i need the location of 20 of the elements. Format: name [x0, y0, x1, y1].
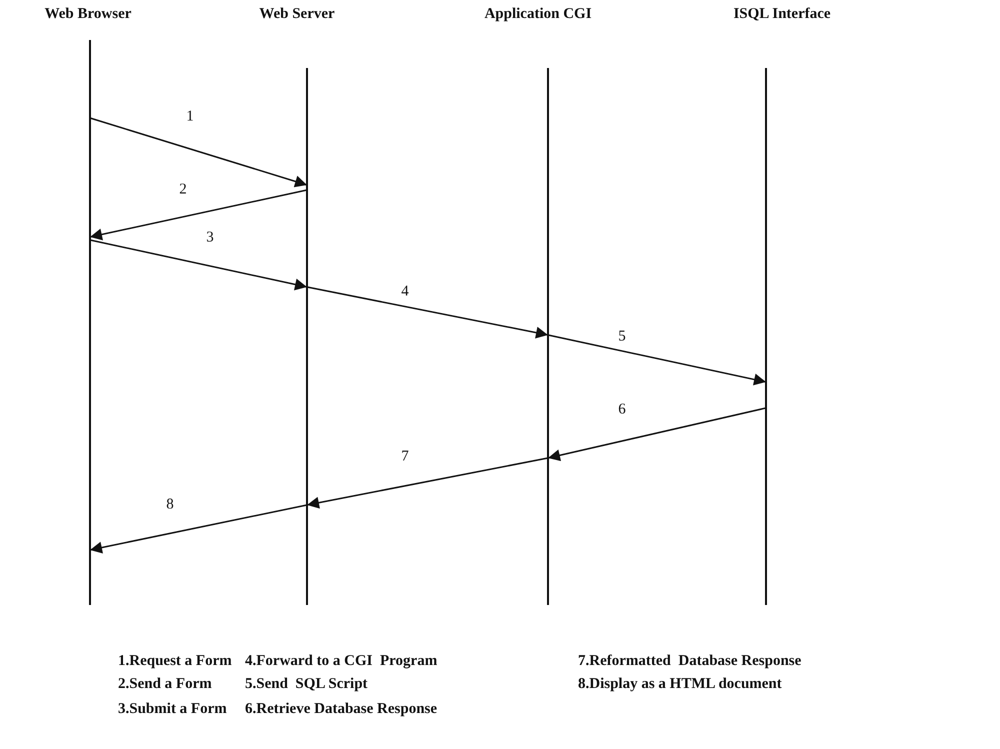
message-arrow [548, 407, 766, 462]
message-arrow [306, 286, 548, 339]
lifeline-header: Web Browser [44, 6, 132, 23]
lifeline-header: Web Server [259, 6, 335, 23]
legend-note: 5.Send SQL Script [245, 676, 368, 693]
lifeline-header: ISQL Interface [733, 6, 831, 23]
message-arrow [306, 457, 548, 509]
legend-note: 8.Display as a HTML document [578, 676, 782, 693]
message-arrow [90, 117, 308, 188]
legend-note: 3.Submit a Form [118, 701, 227, 718]
legend-note: 4.Forward to a CGI Program [245, 653, 438, 670]
legend-note: 2.Send a Form [118, 676, 212, 693]
message-arrow [548, 334, 766, 386]
message-arrow [90, 189, 308, 240]
lifeline-header: Application CGI [484, 6, 592, 23]
message-arrow [90, 504, 308, 554]
message-arrow [90, 239, 308, 290]
legend-note: 1.Request a Form [118, 653, 232, 670]
legend-note: 6.Retrieve Database Response [245, 701, 438, 718]
legend-note: 7.Reformatted Database Response [578, 653, 802, 670]
